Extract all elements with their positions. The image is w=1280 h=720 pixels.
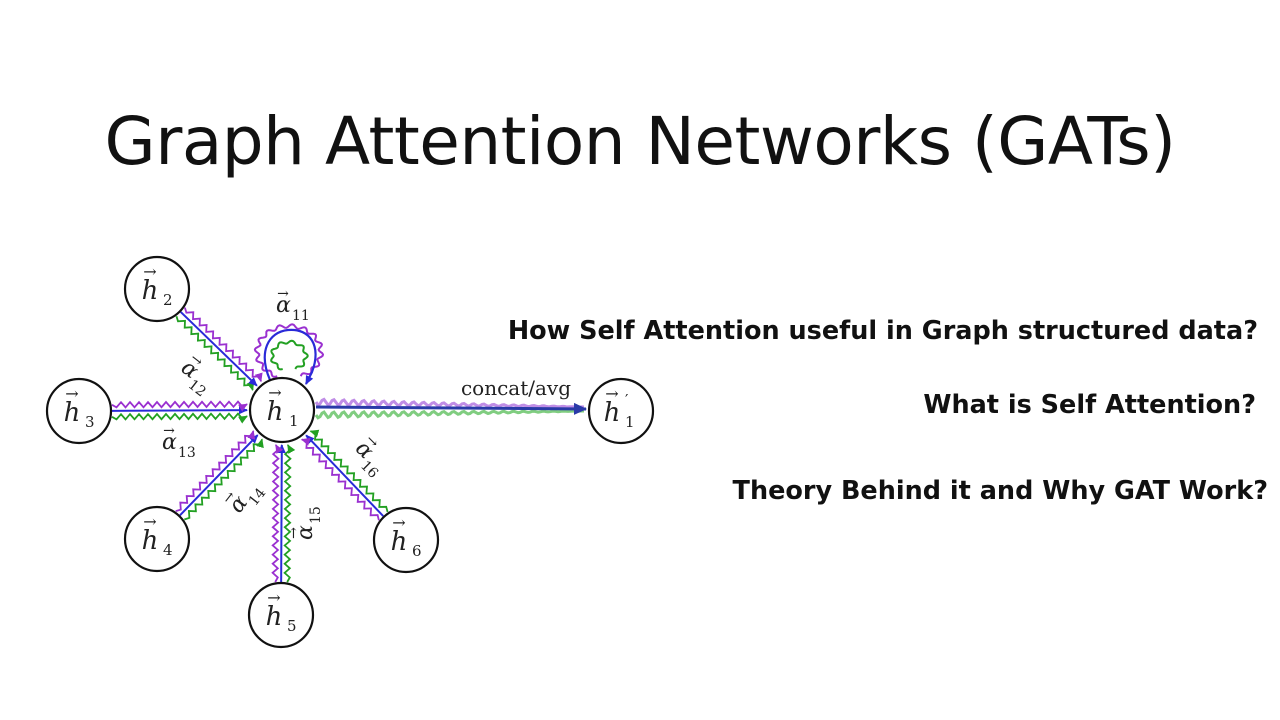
attention-label: α xyxy=(162,430,177,455)
vector-arrow-icon: → xyxy=(392,513,405,532)
aggregation-label: concat/avg xyxy=(461,376,571,400)
center-node: h 1 → xyxy=(248,376,316,444)
attention-subscript: 15 xyxy=(308,506,324,524)
attention-edge-head3 xyxy=(111,400,248,412)
attention-edge-head3 xyxy=(175,430,256,512)
attention-label: α xyxy=(293,525,318,540)
question-what-is-self-attention: What is Self Attention? xyxy=(923,390,1256,420)
neighbor-node-h2: h 2 → xyxy=(123,255,191,323)
attention-edge-head1 xyxy=(184,438,264,521)
center-node-label: h xyxy=(267,397,284,427)
node-subscript: 5 xyxy=(287,617,297,635)
neighbor-node-h6: h 6 → xyxy=(372,506,440,574)
output-node: h ′ 1 → xyxy=(587,377,655,445)
aggregation-arrow: concat/avg xyxy=(314,376,587,420)
self-attention-loop xyxy=(253,323,325,385)
attention-label-a12: α 12 → xyxy=(176,350,209,400)
attention-label: α xyxy=(276,293,291,318)
attention-edge-head2 xyxy=(111,406,249,415)
vector-arrow-icon: → xyxy=(605,384,618,403)
attention-edge-head3 xyxy=(271,444,284,583)
node-label: h xyxy=(391,527,408,557)
question-self-attention-graph: How Self Attention useful in Graph struc… xyxy=(507,316,1258,346)
vector-arrow-icon: → xyxy=(277,286,289,302)
attention-label-a14: α 14 → xyxy=(219,485,269,518)
vector-arrow-icon: → xyxy=(267,588,280,607)
node-label: h xyxy=(142,276,159,306)
center-node-subscript: 1 xyxy=(289,412,299,430)
attention-edge-head3 xyxy=(300,437,380,521)
output-node-prime: ′ xyxy=(625,391,629,409)
output-node-label: h xyxy=(604,398,621,428)
node-label: h xyxy=(142,526,159,556)
vector-arrow-icon: → xyxy=(286,527,302,539)
question-theory-why-gat-works: Theory Behind it and Why GAT Work? xyxy=(732,476,1268,506)
node-label: h xyxy=(266,602,283,632)
attention-edge-head1 xyxy=(309,429,389,513)
attention-subscript: 11 xyxy=(292,308,310,324)
node-label: h xyxy=(64,398,81,428)
attention-label-a15: α 15 → xyxy=(286,506,324,540)
attention-edge-head3 xyxy=(184,307,263,383)
node-subscript: 2 xyxy=(163,291,173,309)
vector-arrow-icon: → xyxy=(143,262,156,281)
attention-edges xyxy=(111,307,389,583)
vector-arrow-icon: → xyxy=(268,383,281,402)
attention-edge-head1 xyxy=(175,316,255,391)
attention-edge-head1 xyxy=(283,444,296,583)
vector-arrow-icon: → xyxy=(163,423,175,439)
neighbor-node-h4: h 4 → xyxy=(123,505,191,573)
attention-edge-head1 xyxy=(111,412,248,424)
slide-title: Graph Attention Networks (GATs) xyxy=(104,103,1176,180)
node-subscript: 6 xyxy=(412,542,422,560)
attention-edge-head2 xyxy=(277,443,286,583)
vector-arrow-icon: → xyxy=(143,512,156,531)
neighbor-node-h3: h 3 → xyxy=(45,377,113,445)
attention-edge-head2 xyxy=(305,434,384,517)
attention-edge-head2 xyxy=(180,311,258,387)
vector-arrow-icon: → xyxy=(65,384,78,403)
attention-label-a11: α 11 → xyxy=(276,286,310,324)
attention-label-a13: α 13 → xyxy=(162,423,196,461)
attention-edge-head2 xyxy=(179,434,259,516)
node-subscript: 3 xyxy=(85,413,95,431)
neighbor-node-h5: h 5 → xyxy=(247,581,315,649)
output-node-subscript: 1 xyxy=(625,413,635,431)
attention-subscript: 13 xyxy=(178,445,196,461)
node-subscript: 4 xyxy=(163,541,173,559)
